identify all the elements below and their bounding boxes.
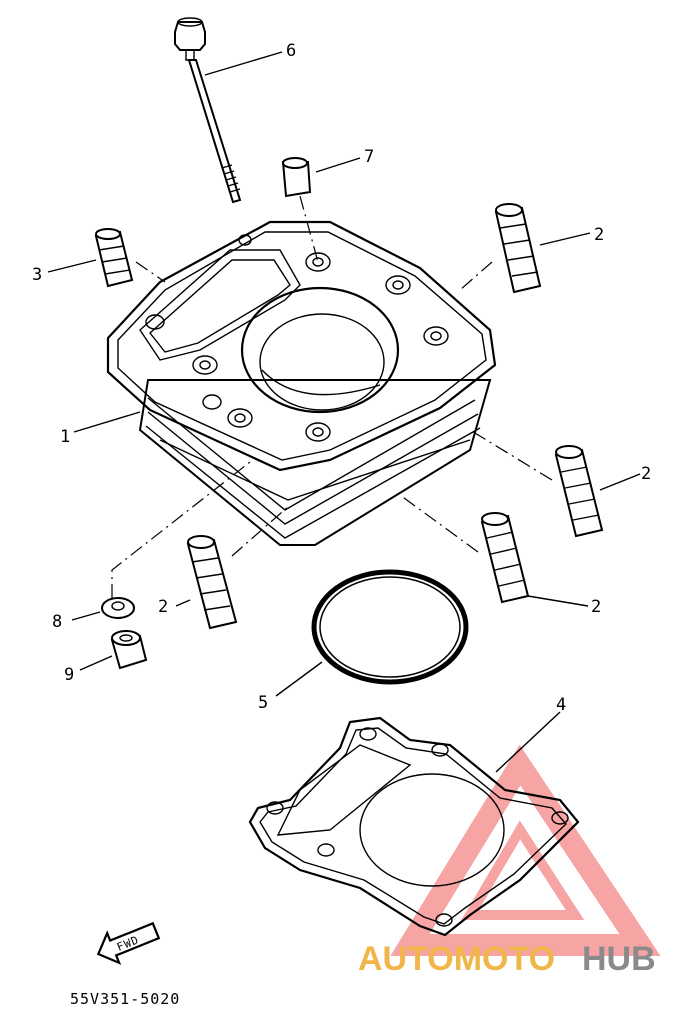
- callout-3: 3: [32, 265, 42, 285]
- dowel-pin-top: [281, 157, 319, 263]
- callout-2-lower-left: 2: [158, 597, 168, 617]
- dowel-sleeve-lower-left: [186, 504, 291, 630]
- callout-2-right: 2: [641, 464, 651, 484]
- cylinder-gasket: [248, 716, 580, 937]
- dowel-sleeve-upper-left: [94, 228, 166, 288]
- callout-1: 1: [60, 427, 70, 447]
- o-ring: [311, 569, 469, 685]
- cylinder-body: [106, 220, 497, 546]
- callout-5: 5: [258, 693, 268, 713]
- watermark-text: AUTOMOTO HUB: [358, 940, 656, 978]
- watermark-part1: AUTOMOTO: [358, 940, 555, 978]
- watermark-logo: [390, 744, 661, 956]
- callout-9: 9: [64, 665, 74, 685]
- diagram-code: 55V351-5020: [70, 990, 180, 1008]
- cylinder-bolt: [174, 17, 242, 204]
- forward-direction-arrow: FWD: [96, 921, 161, 965]
- callout-labels: 6 7 3 2 2 2 2 1 8 9 5 4: [32, 41, 651, 715]
- callout-2-lower-right: 2: [591, 597, 601, 617]
- callout-8: 8: [52, 612, 62, 632]
- callout-2-upper-right: 2: [594, 225, 604, 245]
- callout-6: 6: [286, 41, 296, 61]
- dowel-sleeve-lower-right: [399, 494, 530, 604]
- leader-lines: [47, 51, 641, 773]
- dowel-sleeve-upper-right: [459, 203, 542, 294]
- dowel-sleeve-right: [469, 429, 604, 538]
- callout-4: 4: [556, 695, 566, 715]
- washer: [101, 461, 251, 619]
- callout-7: 7: [364, 147, 374, 167]
- watermark-part2: HUB: [582, 940, 656, 978]
- nut: [110, 630, 148, 670]
